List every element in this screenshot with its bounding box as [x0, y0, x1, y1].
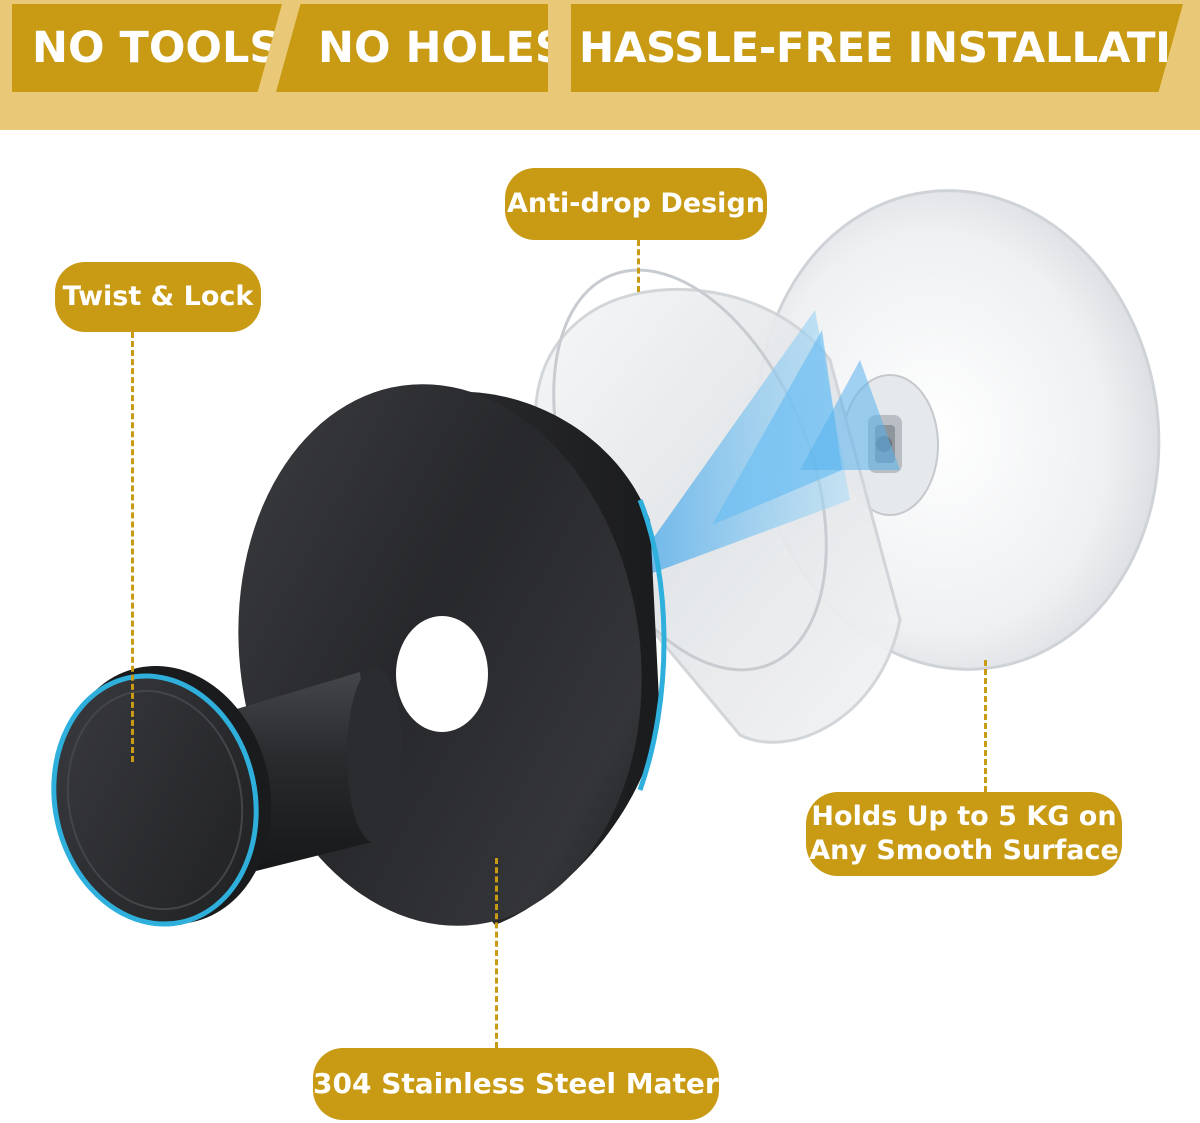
callout-twist-lock: Twist & Lock — [55, 262, 261, 332]
callout-holds-line2: Any Smooth Surface — [809, 835, 1119, 866]
callout-holds-weight: Holds Up to 5 KG on Any Smooth Surface — [806, 792, 1122, 876]
product-illustration — [51, 189, 1161, 927]
callout-holds-line1: Holds Up to 5 KG on — [811, 801, 1117, 832]
leader-line-twist-lock — [131, 332, 134, 762]
blue-alignment-arrows — [620, 310, 900, 585]
leader-line-stainless-steel — [495, 858, 498, 1048]
banner-no-tools: NO TOOLS — [12, 4, 282, 92]
leader-line-holds-weight — [984, 660, 987, 792]
callout-anti-drop-design: Anti-drop Design — [505, 168, 767, 240]
banner-no-holes: NO HOLES — [276, 4, 548, 92]
callout-stainless-steel: 304 Stainless Steel Material — [313, 1048, 757, 1120]
hook-stem-and-cap — [51, 665, 403, 927]
banner-hassle-free-installation: HASSLE-FREE INSTALLATION — [571, 4, 1183, 92]
leader-line-anti-drop — [637, 240, 640, 292]
